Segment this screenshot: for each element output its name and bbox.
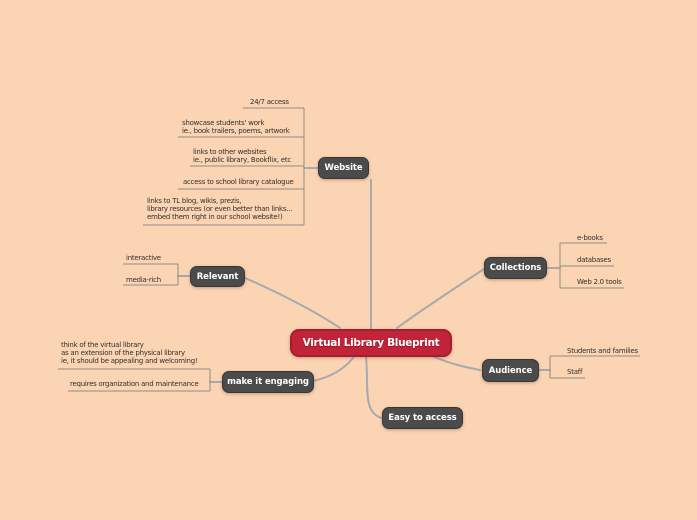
leaf-24-7-access[interactable]: 24/7 access — [250, 98, 289, 106]
connector-easy — [365, 356, 383, 419]
leaf-staff[interactable]: Staff — [567, 368, 583, 376]
connector-relevant — [244, 277, 341, 329]
connector-collections — [396, 268, 485, 329]
leaf-think-of-the-virtual-library[interactable]: think of the virtual library as an exten… — [61, 341, 198, 365]
bracket-engaging — [58, 368, 211, 392]
leaf-showcase-students-work[interactable]: showcase students' work ie., book traile… — [182, 119, 290, 135]
bracket-audience — [549, 355, 640, 379]
bracket-website — [143, 107, 305, 226]
branch-node-audience[interactable]: Audience — [482, 359, 539, 382]
central-node-virtual-library-blueprint[interactable]: Virtual Library Blueprint — [290, 329, 452, 357]
bracket-collections — [559, 242, 624, 289]
leaf-web-2-0-tools[interactable]: Web 2.0 tools — [577, 278, 622, 286]
leaf-requires-organization-and-maintenance[interactable]: requires organization and maintenance — [70, 380, 199, 388]
leaf-links-to-other-websites[interactable]: links to other websites ie., public libr… — [193, 148, 291, 164]
connector-engaging — [312, 357, 354, 382]
branch-node-relevant[interactable]: Relevant — [190, 266, 245, 287]
branch-node-collections[interactable]: Collections — [484, 257, 547, 279]
branch-node-easy-to-access[interactable]: Easy to access — [382, 407, 463, 429]
leaf-students-and-families[interactable]: Students and families — [567, 347, 638, 355]
leaf-media-rich[interactable]: media-rich — [126, 276, 161, 284]
branch-node-make-it-engaging[interactable]: make it engaging — [222, 371, 314, 393]
leaf-e-books[interactable]: e-books — [577, 234, 603, 242]
connector-audience — [433, 356, 481, 371]
leaf-interactive[interactable]: interactive — [126, 254, 161, 262]
leaf-links-to-tl-blog[interactable]: links to TL blog, wikis, prezis, library… — [147, 197, 293, 221]
leaf-access-to-school-library-catalogue[interactable]: access to school library catalogue — [183, 178, 294, 186]
branch-node-website[interactable]: Website — [318, 157, 369, 179]
bracket-relevant — [123, 263, 179, 286]
leaf-databases[interactable]: databases — [577, 256, 611, 264]
